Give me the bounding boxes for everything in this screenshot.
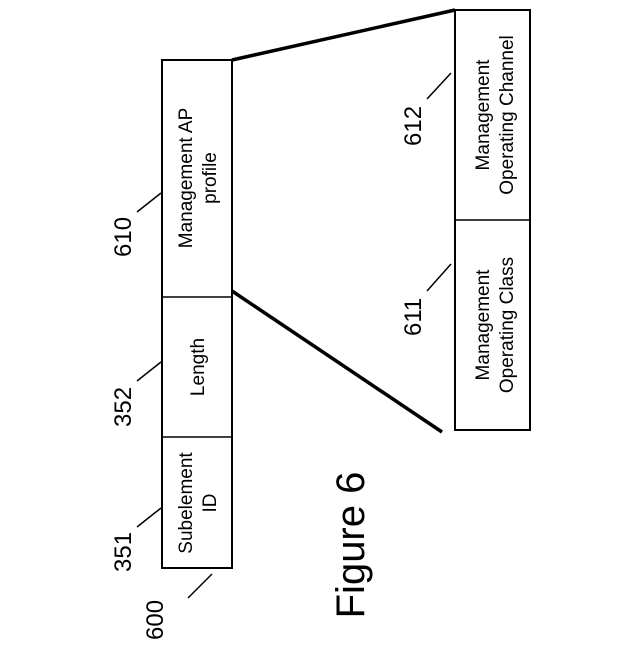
cell-management-ap-profile: Management AP profile <box>176 108 221 248</box>
cell-length-label: Length <box>188 338 209 396</box>
cell-subelement-id: Subelement ID <box>176 452 221 554</box>
cell-operating-channel-line2: Operating Channel <box>497 35 518 195</box>
ref-600: 600 <box>142 600 169 640</box>
ref-611: 611 <box>400 298 427 336</box>
leader-611 <box>427 264 451 291</box>
expansion-line-upper <box>232 10 455 60</box>
top-structure-outline <box>162 60 232 568</box>
cell-management-operating-class: Management Operating Class <box>473 257 518 393</box>
top-structure <box>162 60 232 568</box>
leader-351 <box>137 508 161 527</box>
ref-612: 612 <box>400 106 427 146</box>
expansion-lines <box>232 10 455 432</box>
ref-352: 352 <box>110 387 137 427</box>
reference-numerals: 600 351 352 610 611 612 <box>110 106 427 640</box>
leader-352 <box>137 362 161 381</box>
leader-610 <box>137 193 161 212</box>
cell-operating-class-line2: Operating Class <box>497 257 518 393</box>
leader-600 <box>188 574 212 598</box>
cell-management-operating-channel: Management Operating Channel <box>473 35 518 195</box>
cell-operating-class-line1: Management <box>473 269 494 381</box>
cell-operating-channel-line1: Management <box>473 59 494 171</box>
cell-subelement-id-line1: Subelement <box>176 452 197 554</box>
ref-610: 610 <box>110 217 137 257</box>
ref-351: 351 <box>110 532 137 572</box>
cell-length: Length <box>188 338 209 396</box>
leader-612 <box>427 73 451 99</box>
cell-management-ap-profile-line1: Management AP <box>176 108 197 248</box>
cell-management-ap-profile-line2: profile <box>200 152 221 204</box>
figure-caption: Figure 6 <box>329 472 373 619</box>
cell-subelement-id-line2: ID <box>200 494 221 513</box>
